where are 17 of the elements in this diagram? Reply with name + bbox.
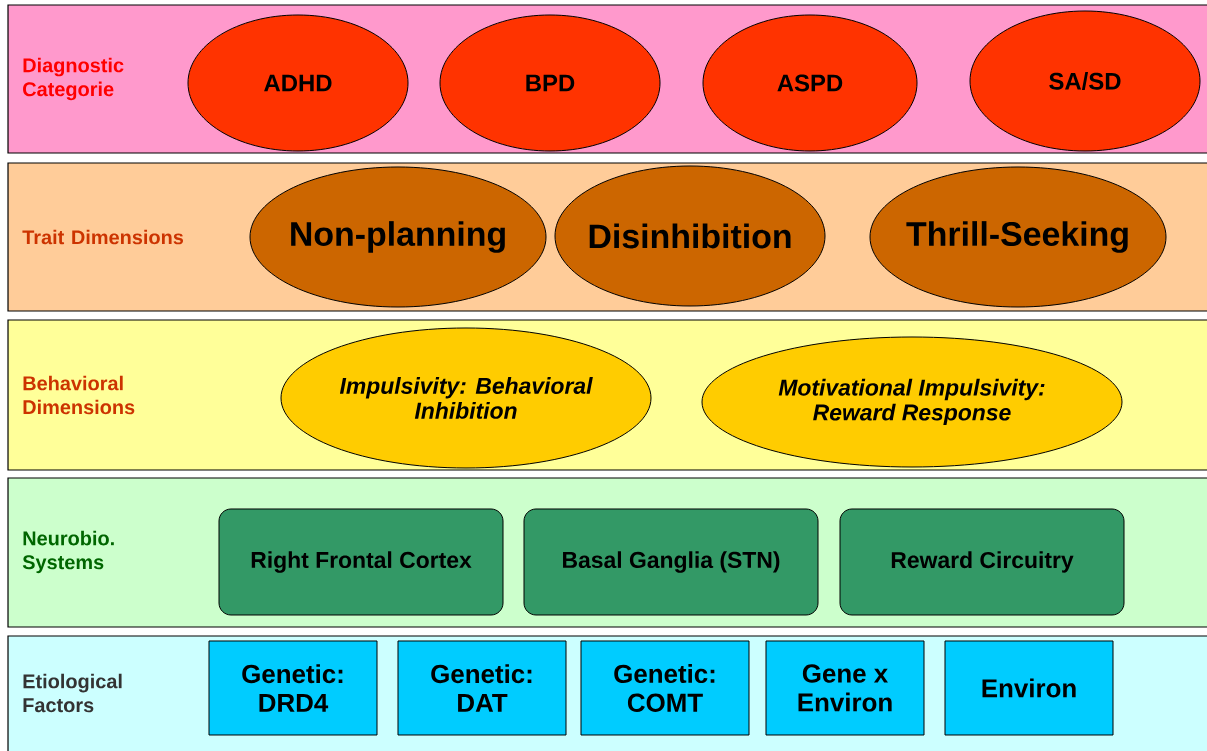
rounded-box: Basal Ganglia (STN) [523,508,819,616]
ellipse-node: Motivational Impulsivity: Reward Response [701,336,1123,468]
ellipse-node: Impulsivity: Behavioral Inhibition [280,327,652,469]
factor-box: Environ [944,640,1114,736]
factor-box: Genetic: COMT [580,640,750,736]
ellipse-node: Disinhibition [554,165,826,307]
ellipse-node: SA/SD [969,10,1201,152]
factor-box: Gene x Environ [765,640,925,736]
ellipse-node: BPD [439,14,661,152]
ellipse-node: Non-planning [249,166,547,308]
ellipse-node: ASPD [702,14,918,152]
factor-box: Genetic: DAT [397,640,567,736]
ellipse-node: ADHD [187,14,409,152]
factor-box: Genetic: DRD4 [208,640,378,736]
ellipse-node: Thrill-Seeking [869,166,1167,308]
rounded-box: Right Frontal Cortex [218,508,504,616]
rounded-box: Reward Circuitry [839,508,1125,616]
